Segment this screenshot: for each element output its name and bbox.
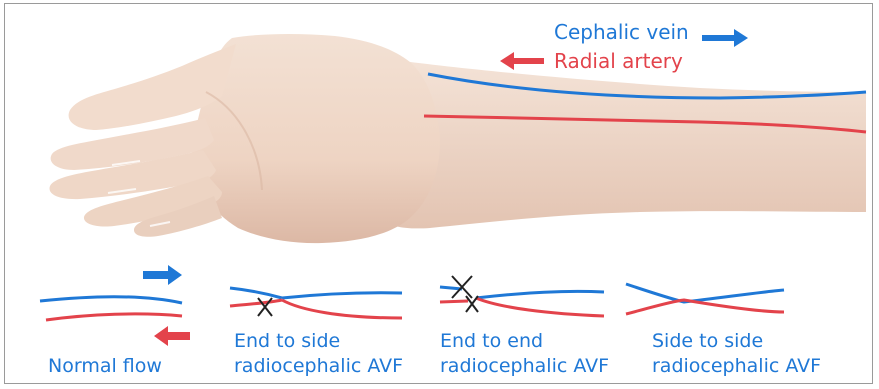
end-to-end-diagram	[440, 276, 604, 316]
radial-artery-label: Radial artery	[554, 51, 683, 71]
side-to-side-caption-line2: radiocephalic AVF	[652, 357, 821, 376]
side-to-side-diagram	[626, 284, 784, 314]
artery-flow-arrow	[500, 52, 544, 70]
ligature-mark-artery	[466, 296, 478, 312]
end-to-side-caption-line1: End to side	[234, 332, 340, 351]
normal-artery-arrow	[154, 326, 190, 346]
end-to-side-diagram	[230, 288, 402, 318]
forearm	[375, 60, 866, 228]
vein-flow-arrow	[702, 29, 748, 47]
cephalic-vein-label: Cephalic vein	[554, 22, 689, 42]
side-to-side-caption-line1: Side to side	[652, 332, 763, 351]
ligature-mark	[258, 298, 272, 316]
normal-flow-caption: Normal flow	[48, 357, 162, 376]
normal-vein-arrow	[143, 265, 182, 285]
normal-flow-diagram	[40, 265, 190, 346]
end-to-end-caption-line2: radiocephalic AVF	[440, 357, 609, 376]
end-to-end-caption-line1: End to end	[440, 332, 543, 351]
end-to-side-caption-line2: radiocephalic AVF	[234, 357, 403, 376]
